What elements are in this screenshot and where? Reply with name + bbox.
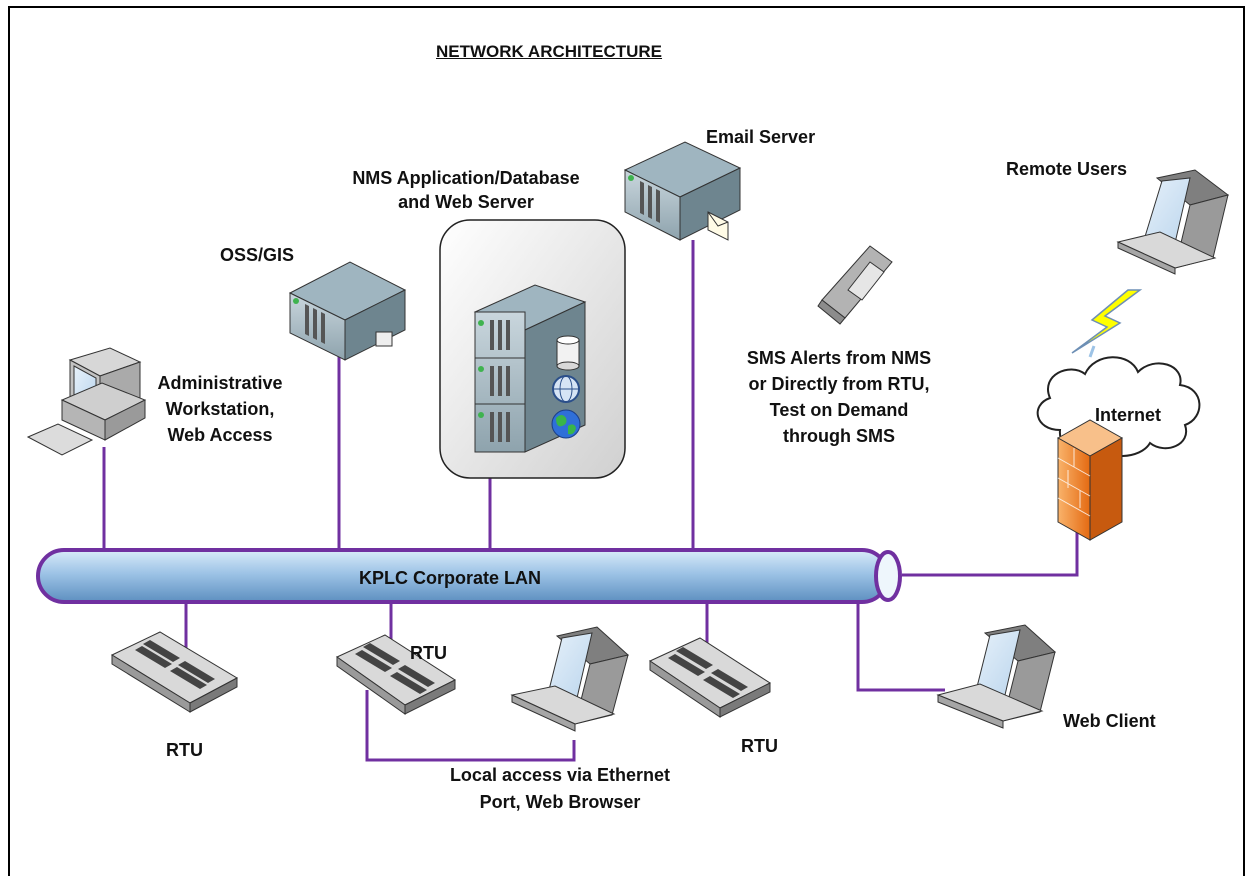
lan-pipe: [36, 548, 902, 604]
remote-users-label: Remote Users: [1006, 159, 1128, 179]
diagram-title: NETWORK ARCHITECTURE: [436, 42, 663, 61]
sms-label-line2: or Directly from RTU,: [748, 374, 930, 394]
oss-gis-server-icon: [288, 261, 407, 361]
rtu-left-label: RTU: [166, 740, 203, 760]
diagram-frame: [8, 6, 1245, 876]
rtu-switch-left-icon: [110, 631, 239, 713]
web-client-laptop-icon: [936, 624, 1057, 729]
web-globe-icon: [552, 375, 580, 403]
rtu-right-label: RTU: [741, 736, 778, 756]
email-server-icon: [623, 141, 742, 241]
link-rtu-local-laptop: [365, 690, 576, 762]
nms-server-label: NMS Application/Database and Web Server: [328, 166, 604, 214]
sms-alerts-label: SMS Alerts from NMS or Directly from RTU…: [728, 345, 950, 449]
local-laptop-icon: [510, 626, 630, 732]
nms-server-label-line1: NMS Application/Database: [352, 168, 580, 188]
admin-label-line2: Workstation,: [165, 399, 275, 419]
internet-label: Internet: [1095, 405, 1162, 425]
remote-laptop-icon: [1116, 169, 1230, 275]
database-icon: [556, 335, 580, 371]
local-access-line2: Port, Web Browser: [479, 792, 641, 812]
admin-label-line1: Administrative: [157, 373, 283, 393]
mobile-phone-icon: [817, 245, 893, 325]
admin-workstation-icon: [26, 347, 147, 456]
local-access-line1: Local access via Ethernet: [449, 765, 671, 785]
lan-label: KPLC Corporate LAN: [359, 568, 542, 588]
email-server-label: Email Server: [706, 127, 816, 147]
link-cloud-lightning: [1088, 345, 1096, 358]
sms-label-line1: SMS Alerts from NMS: [746, 348, 932, 368]
local-access-label: Local access via Ethernet Port, Web Brow…: [432, 762, 688, 816]
rtu-middle-label: RTU: [410, 643, 447, 663]
sms-label-line4: through SMS: [783, 426, 895, 446]
web-client-label: Web Client: [1063, 711, 1156, 731]
firewall-icon: [1056, 419, 1124, 541]
connection-lines: [102, 240, 1096, 762]
rtu-switch-right-icon: [648, 637, 772, 718]
admin-label-line3: Web Access: [167, 425, 273, 445]
sms-label-line3: Test on Demand: [769, 400, 909, 420]
wireless-lightning-icon: [1071, 289, 1143, 354]
link-lan-web-client: [856, 604, 945, 692]
oss-gis-label: OSS/GIS: [220, 245, 295, 265]
link-lan-firewall: [902, 532, 1079, 577]
rtu-switch-middle-icon: [336, 634, 457, 715]
admin-workstation-label: Administrative Workstation, Web Access: [140, 370, 300, 448]
earth-icon: [551, 409, 581, 439]
nms-server-label-line2: and Web Server: [398, 192, 534, 212]
